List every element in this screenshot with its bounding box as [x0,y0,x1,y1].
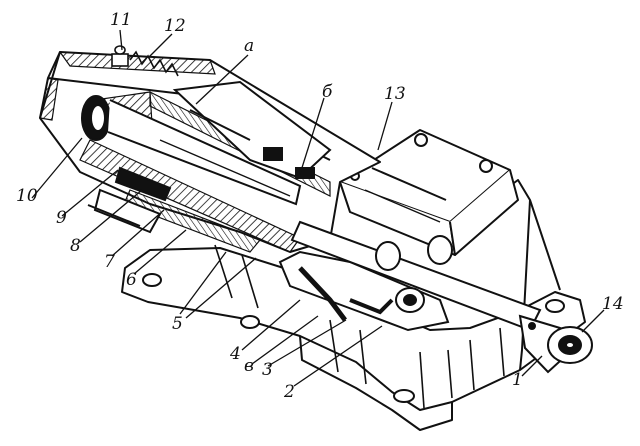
label-11: 11 [110,10,132,30]
rod-end-eye [518,314,593,374]
label-12: 12 [164,16,186,36]
label-4: 4 [230,344,241,364]
cover-box [339,129,519,256]
label-2: 2 [284,382,295,402]
label-v: в [244,356,254,376]
label-9: 9 [56,208,67,228]
piston-assembly [81,95,302,234]
valve-body [172,80,332,180]
valve-spring [111,45,179,77]
label-10: 10 [16,186,38,206]
housing-base [121,179,586,431]
label-13: 13 [384,84,406,104]
label-6: 6 [126,270,137,290]
label-5: 5 [172,314,183,334]
leader-lines [31,29,605,387]
label-1: 1 [512,370,523,390]
housing-ribs [214,244,505,409]
label-7: 7 [104,252,115,272]
label-b: б [322,82,333,102]
label-14: 14 [602,294,624,314]
label-a: а [244,36,255,56]
label-8: 8 [70,236,81,256]
label-3: 3 [262,360,273,380]
